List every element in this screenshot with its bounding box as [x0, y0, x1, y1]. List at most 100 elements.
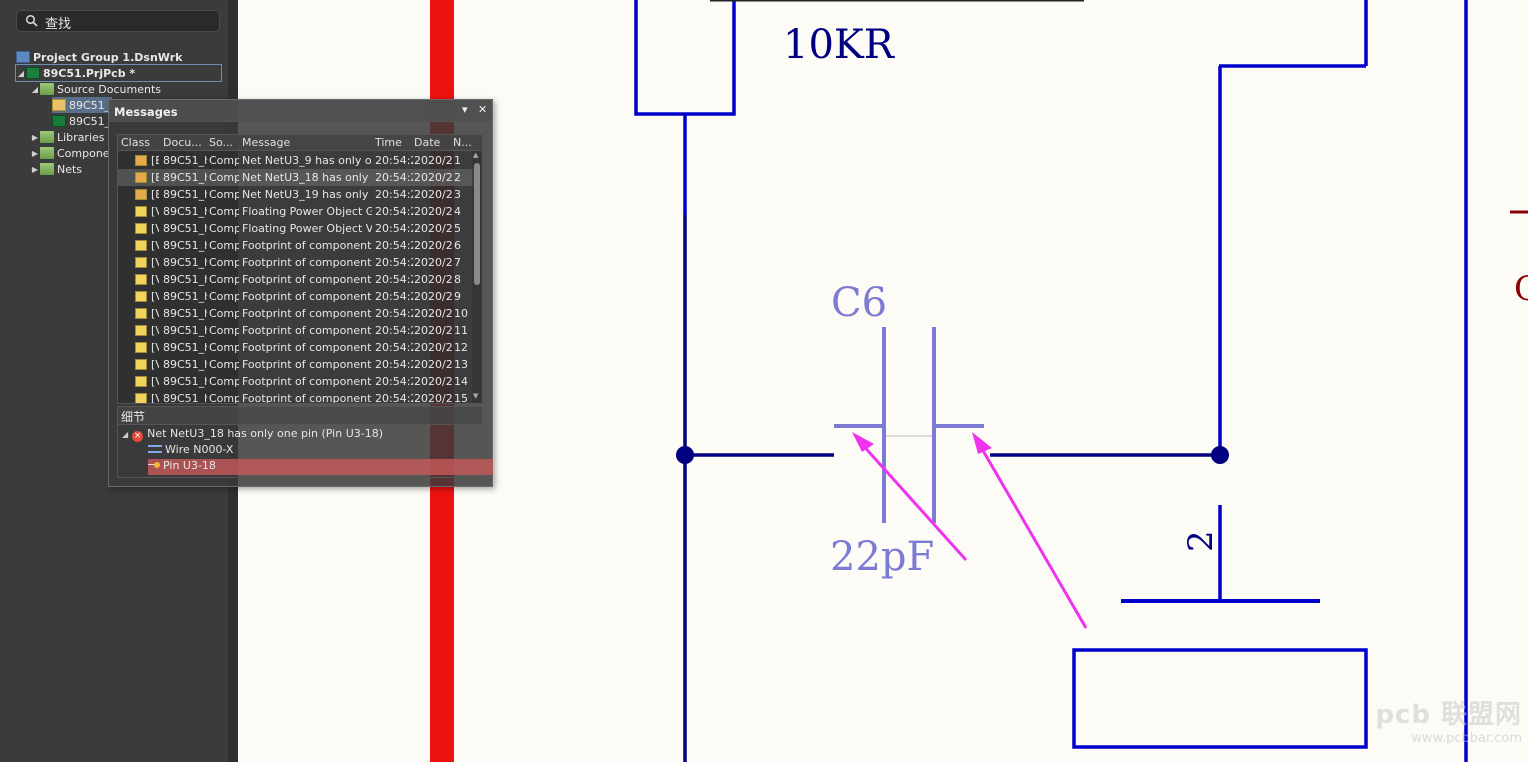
junction-dot-left	[676, 446, 694, 464]
tree-item-components[interactable]: ▶ Compone	[30, 145, 110, 161]
tree-item-label: 89C51_	[69, 98, 111, 112]
column-header-class[interactable]: Class	[121, 136, 150, 149]
cell-no: 11	[454, 324, 468, 337]
cell-no: 7	[454, 256, 461, 269]
pin-number-label: 2	[1181, 530, 1221, 552]
tree-item-pcb-doc[interactable]: 89C51_	[52, 113, 110, 129]
pin-icon	[148, 462, 160, 468]
column-header-source[interactable]: So...	[209, 136, 234, 149]
annotation-arrow-right	[976, 441, 1088, 629]
detail-item-wire[interactable]: Wire N000-X	[148, 443, 233, 459]
warning-class-icon	[135, 257, 147, 268]
tree-item-source-documents[interactable]: ◢ Source Documents	[30, 81, 161, 97]
cap-designator-label: C6	[831, 280, 887, 326]
pcb-project-icon	[26, 67, 40, 79]
cell-time: 20:54:2	[375, 375, 413, 388]
cell-doc: 89C51_h	[163, 273, 207, 286]
panel-menu-dropdown-icon[interactable]: ▾	[462, 103, 468, 116]
cell-doc: 89C51_h	[163, 324, 207, 337]
tree-item-project-group[interactable]: Project Group 1.DsnWrk	[16, 49, 182, 65]
expand-arrow-icon[interactable]: ◢	[122, 430, 129, 439]
details-header: 细节	[118, 407, 482, 425]
collapse-arrow-icon[interactable]: ▶	[31, 164, 39, 174]
tree-item-label: Compone	[57, 146, 110, 160]
cell-doc: 89C51_h	[163, 307, 207, 320]
collapse-arrow-icon[interactable]: ▶	[31, 148, 39, 158]
details-title: 细节	[121, 410, 146, 424]
scroll-up-icon[interactable]: ▲	[473, 151, 479, 159]
cell-msg: Footprint of component	[242, 290, 372, 303]
warning-class-icon	[135, 274, 147, 285]
cell-no: 5	[454, 222, 461, 235]
cell-doc: 89C51_h	[163, 358, 207, 371]
cell-no: 8	[454, 273, 461, 286]
warning-class-icon	[135, 223, 147, 234]
detail-item-error[interactable]: ◢×Net NetU3_18 has only one pin (Pin U3-…	[122, 427, 383, 443]
tree-item-nets[interactable]: ▶ Nets	[30, 161, 82, 177]
warning-class-icon	[135, 325, 147, 336]
detail-pin-text: Pin U3-18	[163, 459, 216, 472]
tree-item-label: Nets	[57, 162, 83, 176]
column-header-document[interactable]: Docu...	[163, 136, 202, 149]
cell-msg: Footprint of component	[242, 239, 372, 252]
cell-src: Comp	[209, 290, 239, 303]
cell-doc: 89C51_h	[163, 205, 207, 218]
close-icon[interactable]: ✕	[478, 103, 488, 116]
cell-msg: Footprint of component	[242, 358, 372, 371]
column-header-number[interactable]: N...	[453, 136, 471, 149]
expand-arrow-icon[interactable]: ◢	[17, 68, 25, 78]
cell-time: 20:54:2	[375, 324, 413, 337]
tree-item-schematic-doc[interactable]: 89C51_	[52, 97, 112, 113]
cell-date: 2020/2,	[414, 171, 452, 184]
error-class-icon	[135, 155, 147, 166]
search-input[interactable]: 查找	[16, 10, 220, 32]
cell-cls: [V	[151, 205, 159, 218]
annotation-arrow-left	[858, 440, 968, 562]
detail-item-pin[interactable]: Pin U3-18	[148, 459, 493, 475]
messages-scrollbar[interactable]: ▲ ▼	[472, 151, 482, 403]
tree-item-libraries[interactable]: ▶ Libraries	[30, 129, 105, 145]
cell-cls: [E	[151, 154, 159, 167]
cell-msg: Net NetU3_19 has only or	[242, 188, 372, 201]
column-header-date[interactable]: Date	[414, 136, 441, 149]
column-header-time[interactable]: Time	[375, 136, 402, 149]
cell-time: 20:54:2	[375, 188, 413, 201]
cell-no: 1	[454, 154, 461, 167]
cap-value-label: 22pF	[830, 534, 934, 580]
tree-item-project[interactable]: ◢ 89C51.PrjPcb *	[15, 64, 222, 82]
scrollbar-thumb[interactable]	[474, 163, 480, 285]
cell-date: 2020/2,	[414, 290, 452, 303]
cell-msg: Footprint of component	[242, 392, 372, 404]
cell-date: 2020/2,	[414, 375, 452, 388]
error-class-icon	[135, 189, 147, 200]
messages-title-bar[interactable]: Messages ▾ ✕	[109, 100, 492, 122]
cell-date: 2020/2,	[414, 324, 452, 337]
scroll-down-icon[interactable]: ▼	[473, 392, 479, 400]
cell-doc: 89C51_h	[163, 392, 207, 404]
cell-src: Comp	[209, 273, 239, 286]
cell-cls: [E	[151, 171, 159, 184]
collapse-arrow-icon[interactable]: ▶	[31, 132, 39, 142]
cell-no: 13	[454, 358, 468, 371]
column-header-message[interactable]: Message	[242, 136, 291, 149]
cell-doc: 89C51_h	[163, 341, 207, 354]
cell-date: 2020/2,	[414, 358, 452, 371]
cell-time: 20:54:2	[375, 341, 413, 354]
expand-arrow-icon[interactable]: ◢	[31, 84, 39, 94]
cell-cls: [V	[151, 341, 159, 354]
